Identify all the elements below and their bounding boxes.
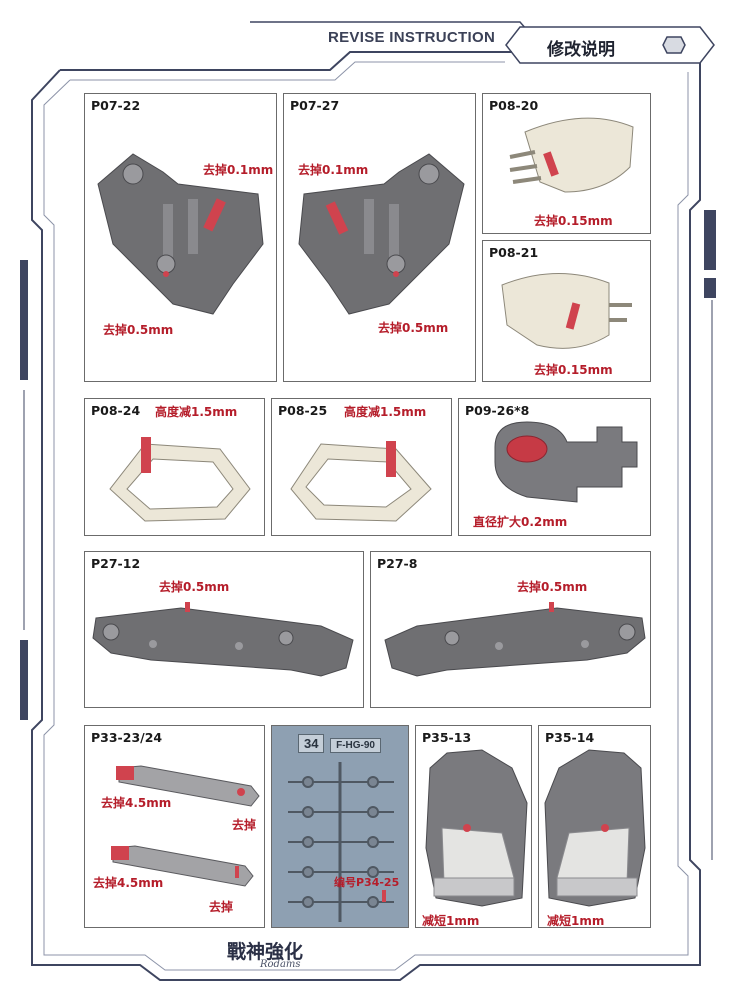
panel-p27-8: P27-8 去掉0.5mm (370, 551, 651, 708)
modification-note: 去掉0.5mm (378, 321, 449, 335)
part-illustration (501, 272, 632, 349)
sprue-code: F-HG-90 (330, 738, 381, 753)
panel-p08-21: P08-21 去掉0.15mm (482, 240, 651, 382)
part-illustration (384, 602, 646, 677)
panel-p35-13: P35-13 减短1mm (415, 725, 532, 928)
part-illustration (494, 421, 638, 503)
part-label: P33-23/24 (91, 730, 163, 745)
panel-p07-22: P07-22 去掉0.1mm 去掉0.5mm (84, 93, 277, 382)
modification-note: 去掉0.1mm (298, 163, 369, 177)
part-label: P09-26*8 (465, 403, 530, 418)
part-label: P07-27 (290, 98, 340, 113)
hexagon-icon (662, 36, 686, 54)
modification-note: 去掉0.5mm (159, 580, 230, 594)
modification-note: 减短1mm (547, 914, 605, 928)
part-illustration (97, 153, 264, 315)
part-label: P08-25 (278, 403, 328, 418)
modification-note: 减短1mm (422, 914, 480, 928)
panel-p27-12: P27-12 去掉0.5mm (84, 551, 364, 708)
footer-logo: 戰神強化 (227, 941, 304, 963)
part-illustration (425, 749, 528, 907)
sprue-illustration (288, 762, 394, 922)
modification-note: 去掉0.15mm (534, 363, 613, 377)
modification-note: 去掉0.15mm (534, 214, 613, 228)
panel-p08-25: P08-25 高度减1.5mm (271, 398, 452, 536)
part-label: P35-13 (422, 730, 472, 745)
modification-note: 高度减1.5mm (344, 405, 427, 419)
modification-note: 去掉 (209, 900, 234, 914)
part-illustration (111, 765, 260, 887)
modification-note: 高度减1.5mm (155, 405, 238, 419)
part-label: P27-8 (377, 556, 418, 571)
header-title-cn: 修改说明 (547, 40, 615, 60)
modification-note: 去掉4.5mm (101, 796, 172, 810)
part-label: P08-24 (91, 403, 141, 418)
panel-p08-20: P08-20 去掉0.15mm (482, 93, 651, 234)
part-illustration (298, 153, 465, 315)
modification-note: 去掉0.5mm (517, 580, 588, 594)
sprue-tag: 34 F-HG-90 (298, 734, 402, 758)
part-illustration (109, 437, 251, 522)
panel-p08-24: P08-24 高度减1.5mm (84, 398, 265, 536)
panel-p09-26: P09-26*8 直径扩大0.2mm (458, 398, 651, 536)
part-label: P27-12 (91, 556, 141, 571)
modification-note: 去掉 (232, 818, 257, 832)
part-label: P07-22 (91, 98, 141, 113)
modification-note: 去掉4.5mm (93, 876, 164, 890)
panel-p33-23-24: P33-23/24 去掉4.5mm 去掉 去掉4.5mm 去掉 (84, 725, 265, 928)
panel-p35-14: P35-14 减短1mm (538, 725, 651, 928)
part-illustration (92, 602, 354, 677)
sprue-number: 34 (298, 734, 325, 753)
panel-p07-27: P07-27 去掉0.1mm 去掉0.5mm (283, 93, 476, 382)
part-illustration (290, 441, 432, 522)
footer-logo-subtitle: Rodams (260, 959, 301, 970)
sprue-photo-panel: 34 F-HG-90 编号P34-25 (271, 725, 409, 928)
modification-note: 编号P34-25 (334, 876, 400, 889)
part-label: P35-14 (545, 730, 595, 745)
part-illustration (509, 117, 634, 193)
modification-note: 直径扩大0.2mm (473, 515, 568, 529)
part-illustration (544, 749, 646, 907)
part-label: P08-21 (489, 245, 539, 260)
modification-note: 去掉0.5mm (103, 323, 174, 337)
modification-note: 去掉0.1mm (203, 163, 274, 177)
part-label: P08-20 (489, 98, 539, 113)
header-title: REVISE INSTRUCTION (328, 29, 496, 46)
